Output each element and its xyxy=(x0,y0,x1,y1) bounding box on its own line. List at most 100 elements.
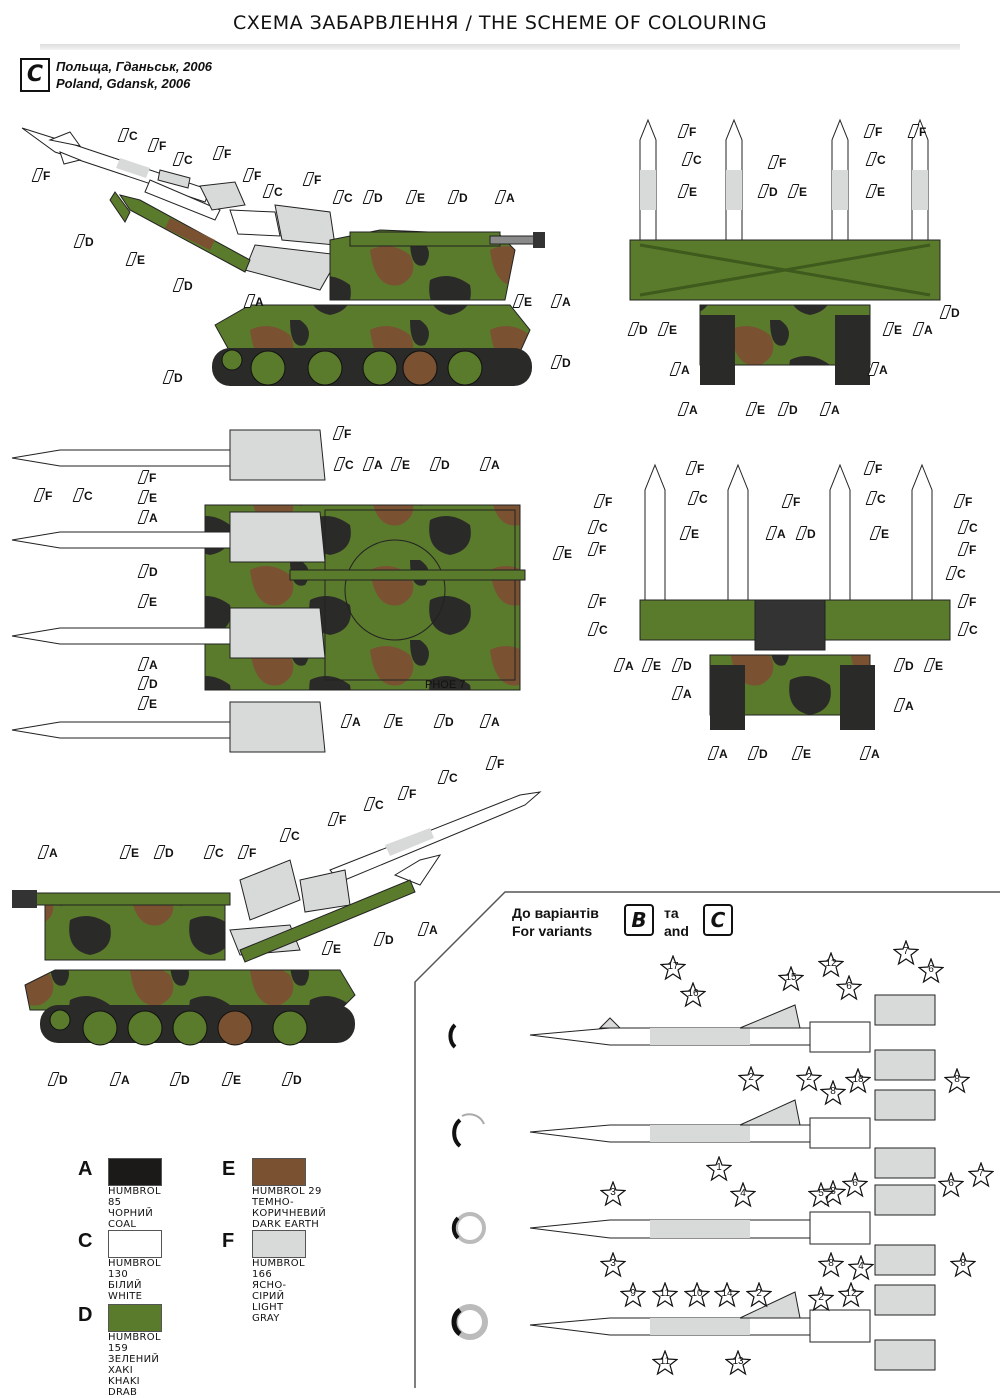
variants-and: та and xyxy=(664,905,689,939)
variants-divider xyxy=(414,891,1000,1388)
callout-f: F xyxy=(137,470,156,485)
legend-letter: C xyxy=(78,1230,93,1252)
callout-c: C xyxy=(687,491,708,506)
callout-e: E xyxy=(125,252,145,267)
callout-c: C xyxy=(587,622,608,637)
callout-d: D xyxy=(671,658,692,673)
callout-a: A xyxy=(893,698,914,713)
variant-b-box: B xyxy=(624,904,654,936)
callout-f: F xyxy=(953,494,972,509)
decal-number: 8 xyxy=(960,1258,966,1269)
callout-c: C xyxy=(262,184,283,199)
top-view: РНОЕ 7 xyxy=(11,429,526,753)
callout-a: A xyxy=(819,402,840,417)
callout-d: D xyxy=(447,190,468,205)
callout-f: F xyxy=(31,168,50,183)
caption-ua: Польща, Гданьськ, 2006 xyxy=(56,59,213,74)
callout-a: A xyxy=(137,510,158,525)
callout-e: E xyxy=(865,184,885,199)
decal-number: 11 xyxy=(659,1356,671,1367)
decal-number-star: 4 xyxy=(730,1182,756,1208)
decal-number-star: 4 xyxy=(848,1255,874,1281)
callout-d: D xyxy=(162,370,183,385)
side-view-left xyxy=(21,127,545,386)
callout-d: D xyxy=(627,322,648,337)
decal-number-star: 18 xyxy=(845,1068,871,1094)
callout-c: C xyxy=(333,457,354,472)
callout-a: A xyxy=(417,922,438,937)
callout-e: E xyxy=(552,546,572,561)
plate-text: РНОЕ 7 xyxy=(425,679,465,691)
callout-f: F xyxy=(863,124,882,139)
callout-e: E xyxy=(677,184,697,199)
decal-number-star: 6 xyxy=(938,1172,964,1198)
legend-swatch xyxy=(252,1158,306,1186)
decal-number: 7 xyxy=(903,946,909,957)
callout-c: C xyxy=(957,622,978,637)
decal-number: 13 xyxy=(732,1356,744,1367)
callout-f: F xyxy=(957,542,976,557)
callout-e: E xyxy=(137,490,157,505)
callout-c: C xyxy=(681,152,702,167)
callout-f: F xyxy=(685,461,704,476)
callout-f: F xyxy=(332,426,351,441)
callout-c: C xyxy=(957,520,978,535)
decal-number-star: 2 xyxy=(746,1282,772,1308)
decal-number: 8 xyxy=(830,1086,836,1097)
variants-heading: До варіантів For variants xyxy=(512,904,599,940)
callout-e: E xyxy=(221,1072,241,1087)
decal-number: 17 xyxy=(667,961,679,972)
variant-letter-box: C xyxy=(20,58,50,92)
decal-number-star: 3 xyxy=(600,1181,626,1207)
page-title: СХЕМА ЗАБАРВЛЕННЯ / THE SCHEME OF COLOUR… xyxy=(232,12,768,34)
callout-a: A xyxy=(109,1072,130,1087)
callout-c: C xyxy=(279,828,300,843)
decal-number-star: 1 xyxy=(706,1156,732,1182)
decal-number: 6 xyxy=(948,1178,954,1189)
callout-c: C xyxy=(865,152,886,167)
callout-c: C xyxy=(945,566,966,581)
decal-number: 11 xyxy=(659,1288,671,1299)
callout-a: A xyxy=(550,294,571,309)
front-view xyxy=(629,118,941,385)
decal-number-star: 15 xyxy=(778,966,804,992)
legend-letter: E xyxy=(222,1158,236,1180)
legend-swatch xyxy=(108,1230,162,1258)
callout-d: D xyxy=(747,746,768,761)
missile-row-1 xyxy=(448,994,936,1081)
decal-number-star: 12 xyxy=(818,952,844,978)
callout-f: F xyxy=(907,124,926,139)
variant-caption: Польща, Гданьськ, 2006 Poland, Gdansk, 2… xyxy=(56,58,212,92)
callout-f: F xyxy=(781,494,800,509)
decal-number-star: 16 xyxy=(680,982,706,1008)
decal-number: 10 xyxy=(691,1288,703,1299)
legend-letter: F xyxy=(222,1230,235,1252)
decal-number-star: 7 xyxy=(893,940,919,966)
decal-number-star: 10 xyxy=(684,1282,710,1308)
callout-f: F xyxy=(237,845,256,860)
callout-a: A xyxy=(613,658,634,673)
callout-a: A xyxy=(362,457,383,472)
variants-heading-en: For variants xyxy=(512,923,593,939)
callout-a: A xyxy=(340,714,361,729)
decal-number-star: 9 xyxy=(620,1282,646,1308)
missile-diagrams xyxy=(448,994,936,1371)
decal-number: 8 xyxy=(954,1074,960,1085)
callout-c: C xyxy=(865,491,886,506)
callout-f: F xyxy=(302,172,321,187)
callout-d: D xyxy=(73,234,94,249)
decal-number: 8 xyxy=(828,1258,834,1269)
callout-a: A xyxy=(912,322,933,337)
legend-swatch xyxy=(108,1158,162,1186)
decal-number-star: 6 xyxy=(842,1172,868,1198)
callout-a: A xyxy=(137,657,158,672)
callout-e: E xyxy=(512,294,532,309)
variants-heading-ua: До варіантів xyxy=(512,905,599,921)
callout-a: A xyxy=(859,746,880,761)
caption-en: Poland, Gdansk, 2006 xyxy=(56,76,191,91)
decal-number-star: 3 xyxy=(600,1252,626,1278)
decal-number: 2 xyxy=(806,1072,812,1083)
callout-d: D xyxy=(373,932,394,947)
callout-f: F xyxy=(767,155,786,170)
callout-a: A xyxy=(765,526,786,541)
